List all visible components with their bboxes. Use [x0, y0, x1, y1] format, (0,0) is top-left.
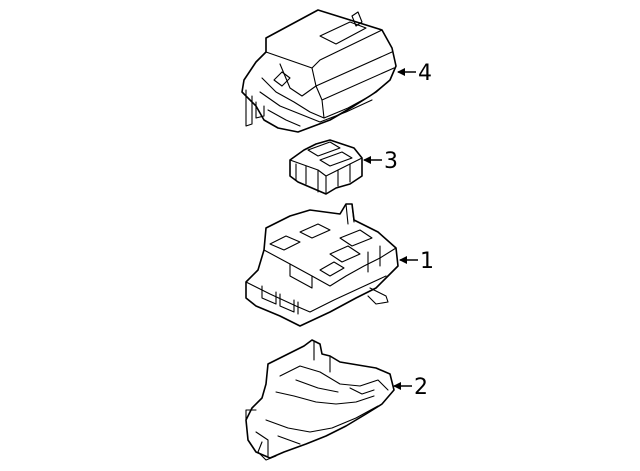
callout-label-3: 3 — [384, 149, 398, 174]
callout-4: 4 — [397, 61, 432, 86]
arrowhead-2 — [393, 382, 401, 390]
arrowhead-4 — [397, 68, 405, 76]
callout-3: 3 — [363, 149, 398, 174]
part-3-relay-block[interactable] — [289, 139, 363, 195]
arrowhead-1 — [399, 256, 407, 264]
callout-label-4: 4 — [418, 61, 432, 86]
callout-label-1: 1 — [420, 249, 434, 274]
part-2-bracket[interactable] — [245, 339, 395, 461]
callout-2: 2 — [393, 375, 428, 400]
part-4-cover[interactable] — [241, 9, 397, 133]
part-1-fuse-box[interactable] — [245, 203, 399, 327]
arrowhead-3 — [363, 156, 371, 164]
callout-label-2: 2 — [414, 375, 428, 400]
callout-1: 1 — [399, 249, 434, 274]
